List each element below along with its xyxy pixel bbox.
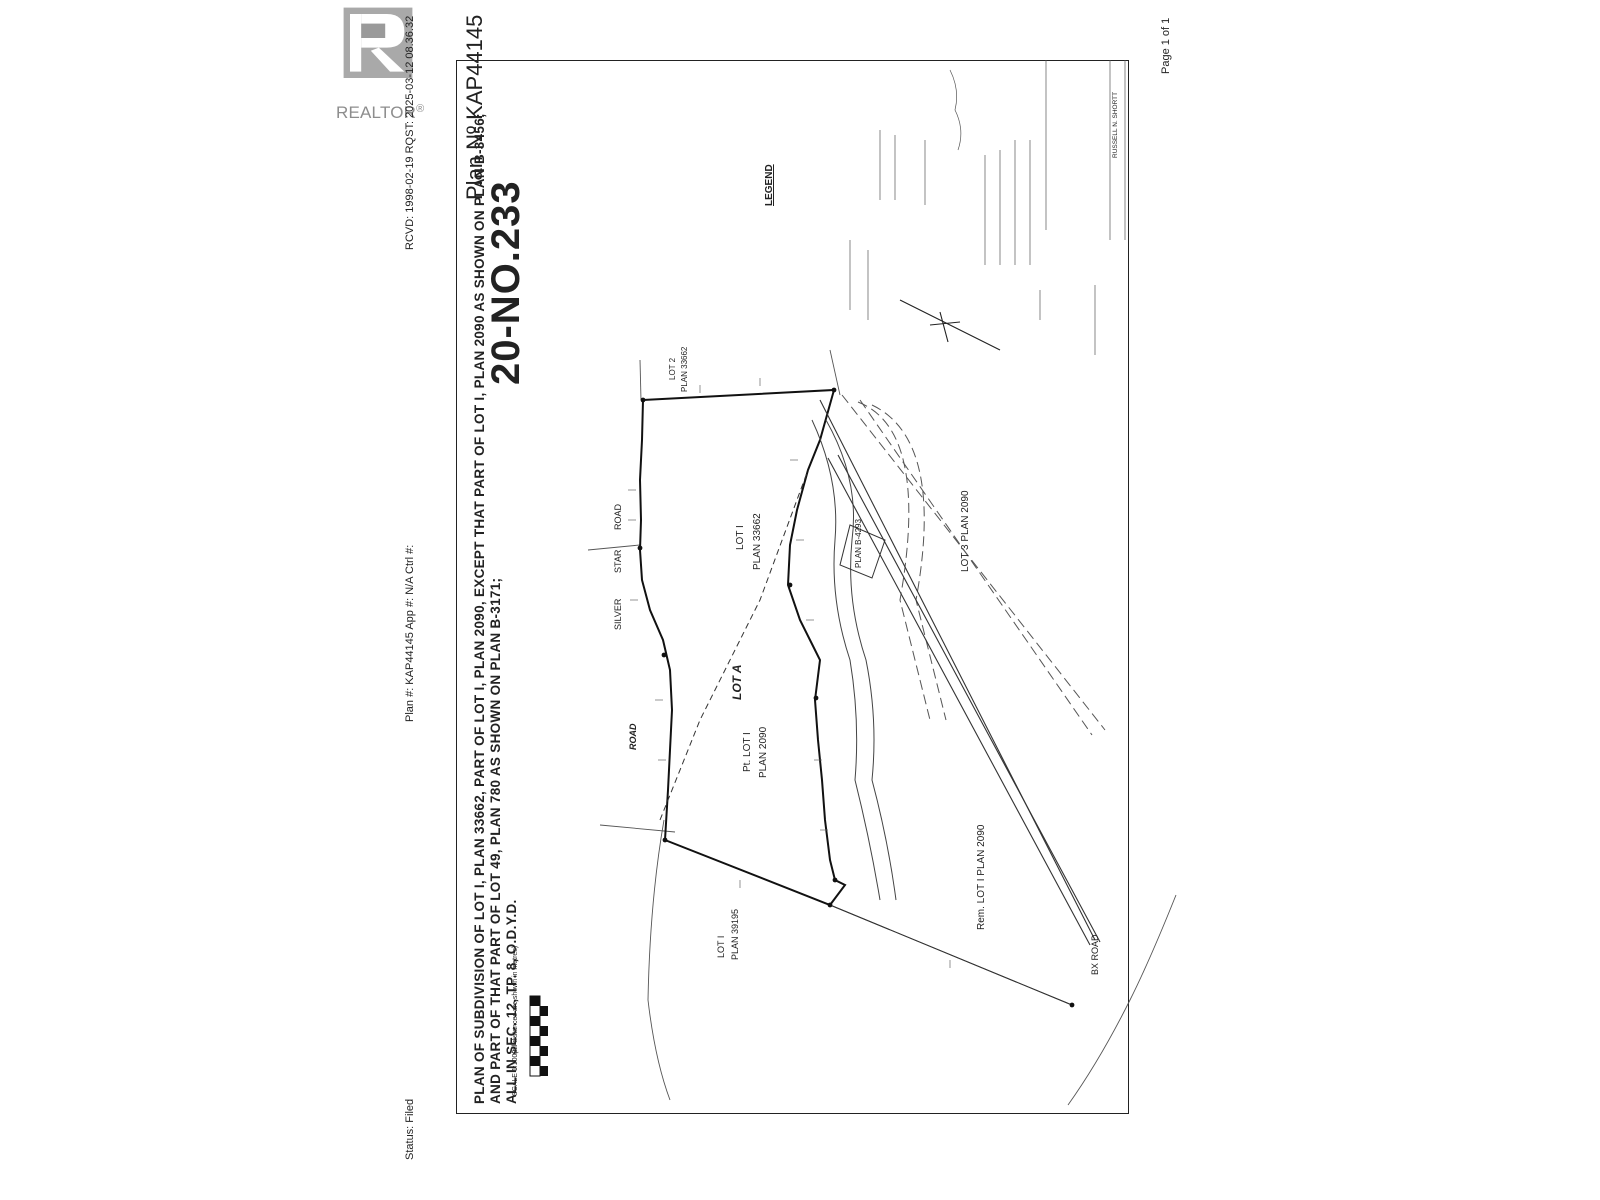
label-plan-33662-top: PLAN 33662 [680, 346, 689, 392]
label-plan-2090: PLAN 2090 [758, 726, 769, 778]
label-road: ROAD [613, 503, 623, 530]
label-silver: SILVER [613, 598, 623, 630]
label-lot-a: LOT A [730, 664, 744, 700]
legend-title: LEGEND [764, 164, 775, 206]
plan-number-label: Plan Nº KAP44145 [462, 14, 487, 200]
scale-label: SCALE 1:1000 [512, 1049, 519, 1096]
label-lot1-33662: LOT I [735, 525, 746, 550]
label-plan-39195: PLAN 39195 [730, 908, 740, 960]
survey-plan-sheet [456, 60, 1129, 1114]
scale-bar [529, 995, 548, 1077]
surveyor-name: RUSSELL N. SHORTT [1112, 91, 1119, 158]
realtor-logo-icon [343, 7, 413, 79]
file-number: 20-NO.233 [484, 180, 528, 385]
approval-block [849, 60, 1126, 355]
label-lot2: LOT 2 [668, 357, 677, 380]
label-road-left: ROAD [628, 723, 638, 751]
label-bx-road: BX ROAD [1090, 934, 1100, 975]
realtor-wordmark: REALTOR® [336, 103, 425, 122]
north-arrow-icon [899, 299, 1001, 351]
label-rem-lot1: Rem. LOT I PLAN 2090 [976, 824, 987, 930]
label-lot1-39195: LOT I [716, 935, 726, 958]
label-pt-lot1: Pt. LOT I [742, 732, 753, 772]
label-lot3: LOT 3 PLAN 2090 [960, 490, 971, 572]
label-plan-33662: PLAN 33662 [752, 513, 763, 570]
scale-note: (all distances are shown in metres) [512, 945, 519, 1054]
plan-title-line-2: AND PART OF THAT PART OF LOT 49, PLAN 78… [488, 577, 503, 1104]
label-plan-b4293: PLAN B-4293 [854, 519, 863, 568]
label-star: STAR [613, 549, 623, 573]
